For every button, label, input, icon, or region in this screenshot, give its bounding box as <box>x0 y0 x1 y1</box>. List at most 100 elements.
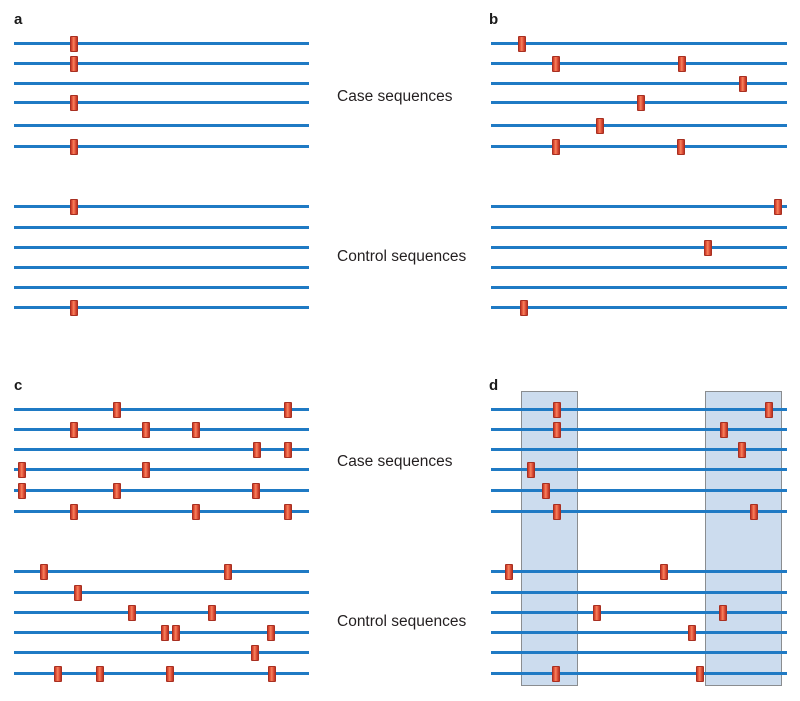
variant-marker <box>74 585 82 601</box>
sequence-line <box>491 306 787 309</box>
variant-marker <box>268 666 276 682</box>
sequence-line <box>14 306 309 309</box>
variant-marker <box>54 666 62 682</box>
variant-marker <box>253 442 261 458</box>
panel-letter-d: d <box>489 377 499 394</box>
variant-marker <box>552 139 560 155</box>
variant-marker <box>166 666 174 682</box>
variant-marker <box>113 402 121 418</box>
sequence-line <box>491 246 787 249</box>
sequence-line <box>14 286 309 289</box>
sequence-line <box>491 226 787 229</box>
sequence-line <box>491 631 787 634</box>
sequence-line <box>491 570 787 573</box>
highlight-band-2 <box>705 391 782 686</box>
sequence-line <box>14 266 309 269</box>
variant-marker <box>96 666 104 682</box>
sequence-line <box>14 428 309 431</box>
sequence-line <box>14 651 309 654</box>
variant-marker <box>542 483 550 499</box>
sequence-line <box>491 62 787 65</box>
panel-letter-b: b <box>489 11 499 28</box>
sequence-line <box>14 570 309 573</box>
sequence-line <box>491 408 787 411</box>
variant-marker <box>552 56 560 72</box>
sequence-line <box>491 611 787 614</box>
sequence-line <box>491 510 787 513</box>
sequence-line <box>14 205 309 208</box>
sequence-line <box>14 408 309 411</box>
variant-marker <box>750 504 758 520</box>
sequence-line <box>491 286 787 289</box>
variant-marker <box>738 442 746 458</box>
highlight-band-1 <box>521 391 578 686</box>
sequence-line <box>491 82 787 85</box>
sequence-line <box>491 145 787 148</box>
sequence-line <box>14 672 309 675</box>
variant-marker <box>192 504 200 520</box>
variant-marker <box>696 666 704 682</box>
variant-marker <box>552 666 560 682</box>
variant-marker <box>192 422 200 438</box>
variant-marker <box>719 605 727 621</box>
sequence-line <box>14 82 309 85</box>
variant-marker <box>720 422 728 438</box>
variant-marker <box>208 605 216 621</box>
variant-marker <box>142 462 150 478</box>
variant-marker <box>267 625 275 641</box>
sequence-line <box>14 246 309 249</box>
variant-marker <box>128 605 136 621</box>
sequence-line <box>14 489 309 492</box>
panel-letter-a: a <box>14 11 23 28</box>
variant-marker <box>70 199 78 215</box>
variant-marker <box>678 56 686 72</box>
variant-marker <box>774 199 782 215</box>
sequence-line <box>14 101 309 104</box>
variant-marker <box>284 442 292 458</box>
sequence-line <box>491 591 787 594</box>
variant-marker <box>637 95 645 111</box>
variant-marker <box>70 139 78 155</box>
sequence-line <box>491 468 787 471</box>
sequence-line <box>491 266 787 269</box>
variant-marker <box>677 139 685 155</box>
variant-marker <box>142 422 150 438</box>
sequence-line <box>14 591 309 594</box>
variant-marker <box>18 462 26 478</box>
variant-marker <box>520 300 528 316</box>
variant-marker <box>172 625 180 641</box>
sequence-line <box>491 672 787 675</box>
variant-marker <box>70 300 78 316</box>
sequence-line <box>14 510 309 513</box>
variant-marker <box>161 625 169 641</box>
sequence-line <box>491 428 787 431</box>
sequence-line <box>491 42 787 45</box>
variant-marker <box>527 462 535 478</box>
variant-marker <box>553 402 561 418</box>
variant-marker <box>113 483 121 499</box>
case-sequences-label: Case sequences <box>337 453 453 470</box>
sequence-line <box>491 448 787 451</box>
variant-marker <box>70 56 78 72</box>
sequence-line <box>14 611 309 614</box>
sequence-line <box>14 226 309 229</box>
control-sequences-label: Control sequences <box>337 613 467 630</box>
variant-marker <box>688 625 696 641</box>
sequence-line <box>14 124 309 127</box>
variant-marker <box>224 564 232 580</box>
sequence-line <box>14 468 309 471</box>
variant-marker <box>505 564 513 580</box>
sequence-line <box>491 124 787 127</box>
variant-marker <box>284 402 292 418</box>
variant-marker <box>70 95 78 111</box>
variant-marker <box>765 402 773 418</box>
variant-marker <box>660 564 668 580</box>
variant-marker <box>252 483 260 499</box>
variant-marker <box>70 36 78 52</box>
case-sequences-label: Case sequences <box>337 88 453 105</box>
